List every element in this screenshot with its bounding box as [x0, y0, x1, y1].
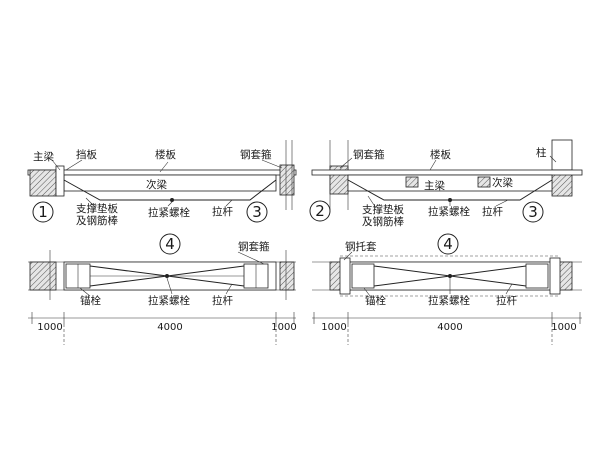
- right-marker-2: [309, 200, 331, 222]
- right-label-tie-rod: 拉杆: [482, 205, 503, 218]
- left-dim-2: 4000: [157, 322, 182, 333]
- left-turnbuckle-mark: [170, 198, 174, 202]
- right-label-support-pad-1: 支撑垫板: [362, 203, 404, 216]
- left-plan: 4 钢套箍 锚栓 拉紧螺栓 拉杆 1000 4000 10: [28, 233, 297, 345]
- right-label-support-pad-2: 及钢筋棒: [362, 215, 404, 228]
- left-label-steel-hoop: 钢套箍: [240, 148, 272, 161]
- svg-text:4: 4: [443, 235, 453, 253]
- left-marker-1: [32, 201, 54, 223]
- left-label-baffle: 挡板: [76, 148, 97, 161]
- svg-text:3: 3: [528, 203, 538, 221]
- left-label-secondary-beam: 次梁: [146, 178, 167, 191]
- left-dim-1: 1000: [37, 322, 62, 333]
- right-secondary-beam: [347, 174, 553, 192]
- right-column: [551, 139, 573, 171]
- left-floor-slab: [27, 169, 297, 176]
- left-marker-4: [159, 233, 181, 255]
- right-label-turnbuckle: 拉紧螺栓: [428, 205, 470, 218]
- right-marker-3: [522, 201, 544, 223]
- left-label-support-pad-2: 及钢筋棒: [76, 214, 118, 227]
- left-baffle: [55, 165, 65, 197]
- left-main-beam-section: [29, 169, 57, 197]
- right-label-floor-slab: 楼板: [430, 148, 451, 161]
- right-marker-4: [437, 233, 459, 255]
- left-plan-label-steel-hoop: 钢套箍: [238, 240, 270, 253]
- right-label-main-beam: 主梁: [424, 179, 445, 192]
- left-plan-label-turnbuckle: 拉紧螺栓: [148, 294, 190, 307]
- right-label-secondary-beam: 次梁: [492, 176, 513, 189]
- right-dim-1: 1000: [321, 322, 346, 333]
- svg-text:4: 4: [165, 235, 175, 253]
- left-right-hoop-section: [279, 164, 295, 196]
- left-plan-label-tie-rod: 拉杆: [212, 294, 233, 307]
- svg-text:1: 1: [38, 203, 48, 221]
- left-elevation: 主梁 挡板 楼板 钢套箍 次梁 支撑垫板 及钢筋棒 拉紧螺栓 拉杆 1 3: [27, 140, 297, 227]
- right-plan-label-turnbuckle: 拉紧螺栓: [428, 294, 470, 307]
- left-secondary-beam: [63, 174, 277, 192]
- right-elevation: 钢套箍 楼板 柱 主梁 次梁 支撑垫板 及钢筋棒 拉紧螺栓 拉杆 2 3: [309, 139, 583, 228]
- left-label-turnbuckle: 拉紧螺栓: [148, 206, 190, 219]
- right-dim-3: 1000: [551, 322, 576, 333]
- right-label-column: 柱: [536, 146, 547, 159]
- left-marker-3: [246, 201, 268, 223]
- svg-text:2: 2: [315, 202, 325, 220]
- left-label-floor-slab: 楼板: [155, 148, 176, 161]
- left-label-tie-rod: 拉杆: [212, 205, 233, 218]
- right-plan-label-tie-rod: 拉杆: [496, 294, 517, 307]
- right-label-steel-hoop: 钢套箍: [353, 148, 385, 161]
- right-floor-slab: [311, 169, 583, 176]
- left-tie-rod-line: [63, 179, 277, 201]
- left-dim-3: 1000: [271, 322, 296, 333]
- svg-text:3: 3: [252, 203, 262, 221]
- right-plan: 4 钢托套 锚栓 拉紧螺栓 拉杆 1000 4000 1000: [312, 233, 582, 345]
- left-label-support-pad-1: 支撑垫板: [76, 202, 118, 215]
- right-plan-label-steel-bracket: 钢托套: [345, 240, 377, 253]
- left-plan-label-anchor: 锚栓: [80, 294, 101, 307]
- left-label-main-beam: 主梁: [33, 150, 54, 163]
- right-plan-label-anchor: 锚栓: [365, 294, 386, 307]
- right-dim-2: 4000: [437, 322, 462, 333]
